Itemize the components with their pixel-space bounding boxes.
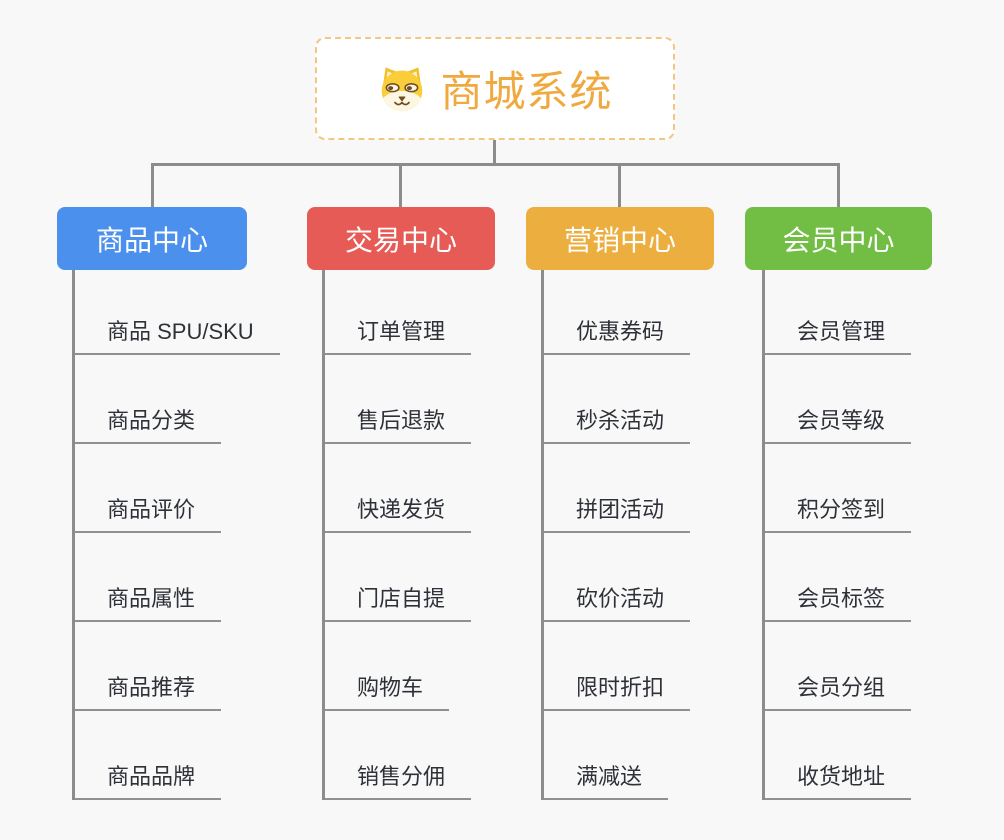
branch-header-label: 营销中心: [563, 224, 676, 256]
list-item: 会员标签: [765, 533, 912, 622]
branch-column-trade: 订单管理 售后退款 快递发货 门店自提 购物车 销售分佣: [322, 270, 472, 800]
list-item: 商品评价: [75, 444, 280, 533]
list-item: 拼团活动: [544, 444, 691, 533]
branch-item[interactable]: 商品品牌: [75, 764, 222, 800]
list-item: 商品推荐: [75, 622, 280, 711]
connector-root-stub: [493, 140, 496, 166]
connector-drop-marketing: [618, 163, 621, 207]
branch-header-label: 交易中心: [344, 224, 457, 256]
list-item: 商品 SPU/SKU: [75, 270, 280, 355]
list-item: 售后退款: [325, 355, 472, 444]
list-item: 砍价活动: [544, 533, 691, 622]
branch-item[interactable]: 订单管理: [325, 319, 472, 355]
branch-column-product: 商品 SPU/SKU 商品分类 商品评价 商品属性 商品推荐 商品品牌: [72, 270, 280, 800]
connector-drop-member: [837, 163, 840, 207]
branch-item[interactable]: 限时折扣: [544, 675, 691, 711]
branch-item[interactable]: 门店自提: [325, 586, 472, 622]
branch-item[interactable]: 满减送: [544, 764, 669, 800]
branch-item[interactable]: 会员标签: [765, 586, 912, 622]
branch-item[interactable]: 优惠券码: [544, 319, 691, 355]
list-item: 积分签到: [765, 444, 912, 533]
branch-item[interactable]: 秒杀活动: [544, 408, 691, 444]
list-item: 购物车: [325, 622, 471, 711]
connector-bus: [151, 163, 840, 166]
list-item: 优惠券码: [544, 270, 691, 355]
list-item: 门店自提: [325, 533, 472, 622]
branch-item[interactable]: 砍价活动: [544, 586, 691, 622]
list-item: 商品属性: [75, 533, 280, 622]
branch-item[interactable]: 拼团活动: [544, 497, 691, 533]
branch-header-label: 会员中心: [782, 224, 895, 256]
branch-item[interactable]: 销售分佣: [325, 764, 472, 800]
list-item: 会员分组: [765, 622, 912, 711]
branch-item[interactable]: 商品分类: [75, 408, 222, 444]
root-title: 商城系统: [440, 68, 613, 115]
connector-drop-product: [151, 163, 154, 207]
list-item: 快递发货: [325, 444, 472, 533]
list-item: 限时折扣: [544, 622, 691, 711]
list-item: 会员等级: [765, 355, 912, 444]
branch-header-member-center[interactable]: 会员中心: [745, 207, 932, 270]
branch-item[interactable]: 商品推荐: [75, 675, 222, 711]
list-item: 商品品牌: [75, 711, 280, 800]
list-item: 订单管理: [325, 270, 472, 355]
branch-header-trade-center[interactable]: 交易中心: [307, 207, 495, 270]
branch-item[interactable]: 商品 SPU/SKU: [75, 319, 280, 355]
dog-face-icon: [377, 65, 427, 112]
branch-column-marketing: 优惠券码 秒杀活动 拼团活动 砍价活动 限时折扣 满减送: [541, 270, 691, 800]
branch-item[interactable]: 积分签到: [765, 497, 912, 533]
branch-header-marketing-center[interactable]: 营销中心: [526, 207, 714, 270]
branch-item[interactable]: 会员管理: [765, 319, 912, 355]
list-item: 会员管理: [765, 270, 912, 355]
branch-item[interactable]: 商品评价: [75, 497, 222, 533]
branch-item[interactable]: 会员等级: [765, 408, 912, 444]
list-item: 销售分佣: [325, 711, 472, 800]
branch-item[interactable]: 快递发货: [325, 497, 472, 533]
branch-item[interactable]: 购物车: [325, 675, 450, 711]
branch-item[interactable]: 售后退款: [325, 408, 472, 444]
list-item: 秒杀活动: [544, 355, 691, 444]
branch-item[interactable]: 收货地址: [765, 764, 912, 800]
branch-header-label: 商品中心: [95, 224, 208, 256]
list-item: 满减送: [544, 711, 690, 800]
branch-item[interactable]: 会员分组: [765, 675, 912, 711]
root-node-mall-system[interactable]: 商城系统: [315, 37, 675, 140]
list-item: 商品分类: [75, 355, 280, 444]
list-item: 收货地址: [765, 711, 912, 800]
connector-drop-trade: [399, 163, 402, 207]
branch-item[interactable]: 商品属性: [75, 586, 222, 622]
branch-column-member: 会员管理 会员等级 积分签到 会员标签 会员分组 收货地址: [762, 270, 912, 800]
branch-header-product-center[interactable]: 商品中心: [57, 207, 247, 270]
